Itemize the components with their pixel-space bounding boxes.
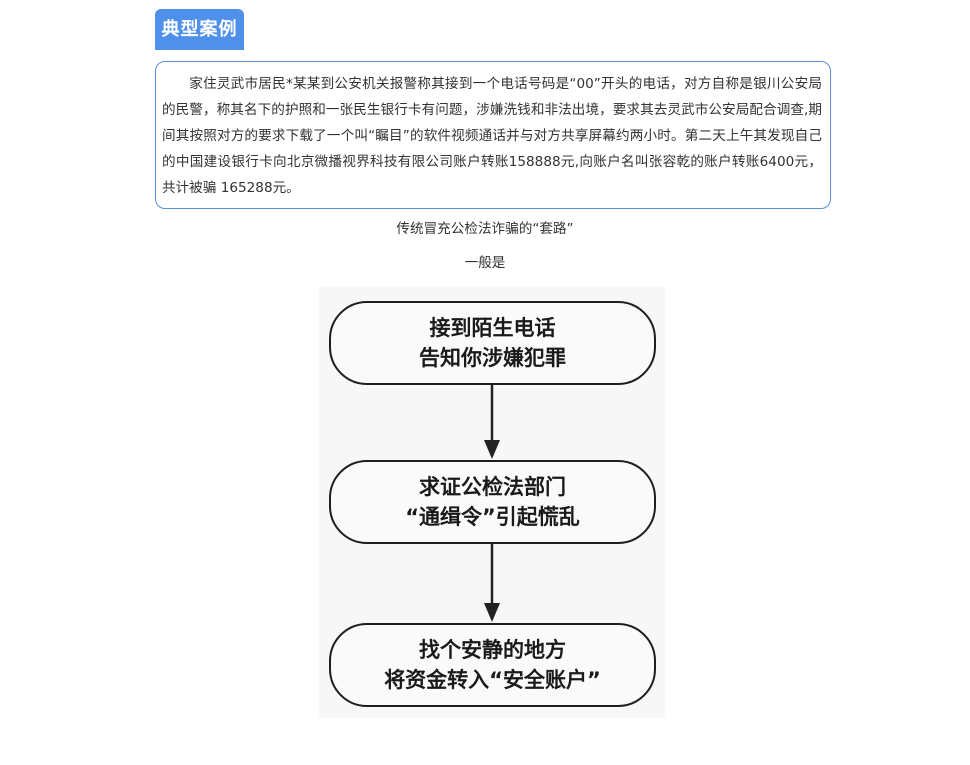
down-arrow-icon <box>484 544 500 622</box>
flow-step-2-line-2: “通缉令”引起慌乱 <box>405 505 580 529</box>
flow-step-1-line-2: 告知你涉嫌犯罪 <box>419 346 566 370</box>
flow-step-1: 接到陌生电话 告知你涉嫌犯罪 <box>329 301 656 385</box>
down-arrow-icon <box>484 385 500 459</box>
flow-step-3-line-2: 将资金转入“安全账户” <box>384 668 601 692</box>
case-description-text: 家住灵武市居民*某某到公安机关报警称其接到一个电话号码是“00”开头的电话，对方… <box>162 76 822 196</box>
section-tag: 典型案例 <box>155 9 244 50</box>
flow-step-1-line-1: 接到陌生电话 <box>429 316 556 340</box>
flow-caption-subtitle: 一般是 <box>464 255 506 271</box>
flow-step-2-line-1: 求证公检法部门 <box>419 475 566 499</box>
flow-step-3-line-1: 找个安静的地方 <box>419 638 566 662</box>
scam-flowchart: 接到陌生电话 告知你涉嫌犯罪 求证公检法部门 “通缉令”引起慌乱 找个安静的地方… <box>319 287 665 718</box>
flow-step-3: 找个安静的地方 将资金转入“安全账户” <box>329 623 656 707</box>
flow-caption-title: 传统冒充公检法诈骗的“套路” <box>396 221 574 237</box>
flow-step-2: 求证公检法部门 “通缉令”引起慌乱 <box>329 460 656 544</box>
case-description-box: 家住灵武市居民*某某到公安机关报警称其接到一个电话号码是“00”开头的电话，对方… <box>155 61 831 209</box>
